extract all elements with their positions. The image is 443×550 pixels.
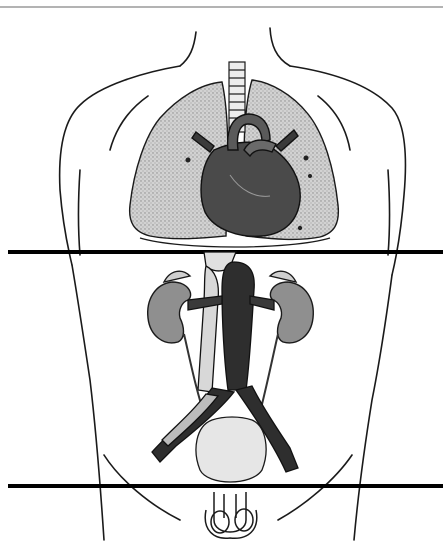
right-adrenal [270, 271, 296, 282]
arm-inner-left [79, 170, 81, 255]
penis [214, 492, 246, 532]
renal-vein-right [250, 296, 274, 310]
back-left [110, 96, 148, 150]
neck-left [180, 32, 196, 66]
left-adrenal [164, 271, 190, 282]
vena-cava [198, 266, 218, 392]
bladder [196, 417, 266, 482]
neck-right [270, 28, 290, 66]
genitalia [205, 492, 257, 538]
arm-inner-right [388, 170, 390, 255]
flank-right [354, 275, 392, 540]
flank-left [72, 265, 104, 540]
testis-right [235, 509, 253, 531]
aorta-abdominal [222, 262, 254, 390]
right-kidney [270, 282, 313, 343]
left-kidney [148, 282, 191, 343]
